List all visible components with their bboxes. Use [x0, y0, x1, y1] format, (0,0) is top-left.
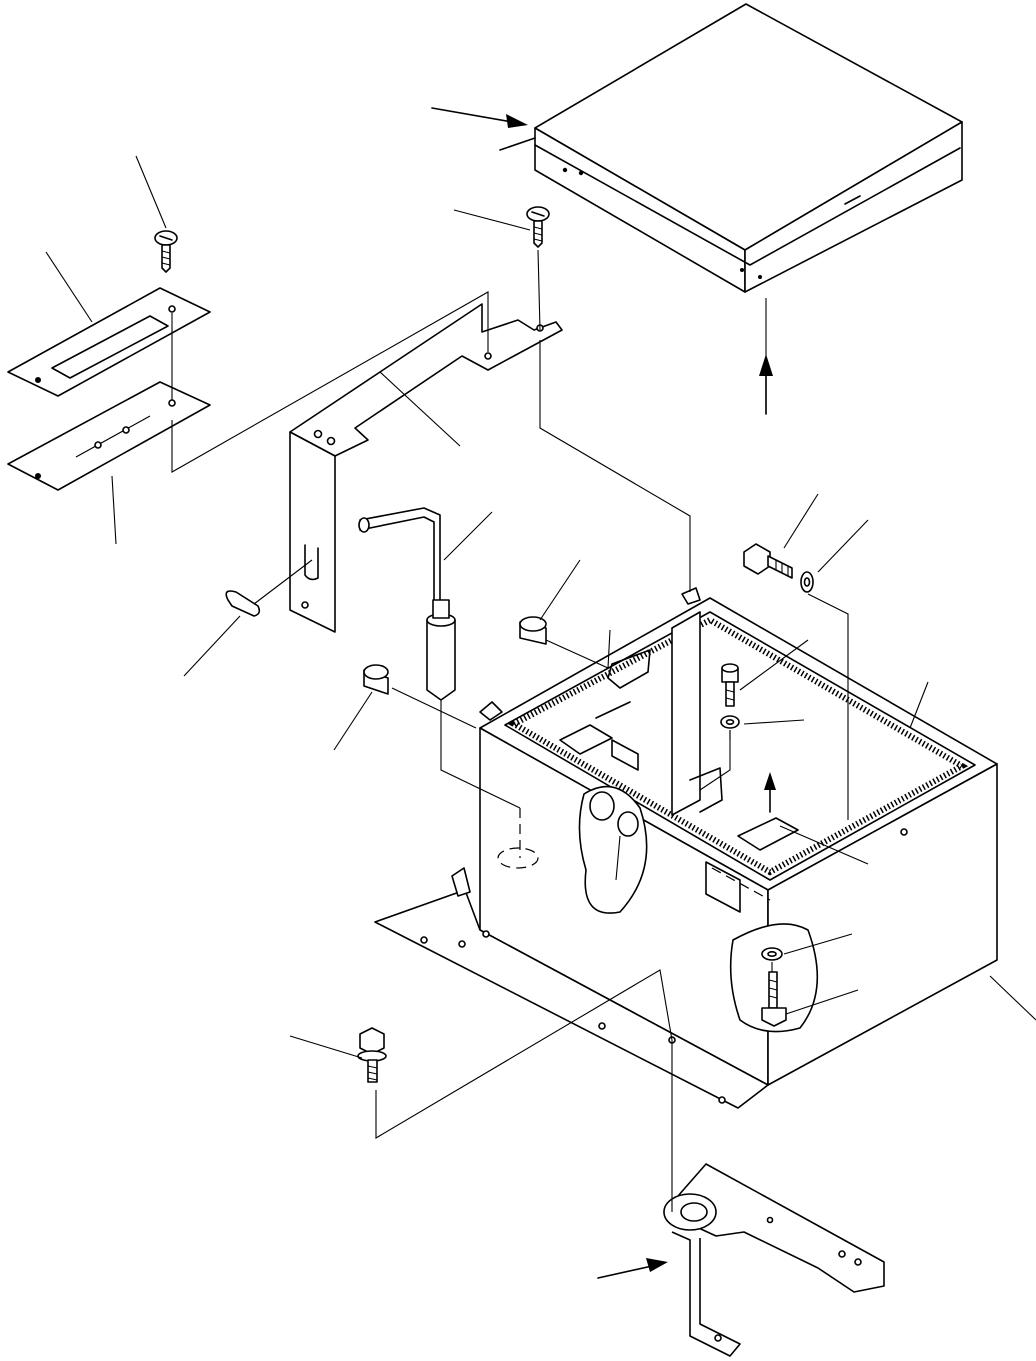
lid-arrow	[431, 107, 528, 128]
box-up-arrow	[764, 772, 776, 813]
bracket-arrow	[597, 1258, 668, 1279]
side-bolt	[743, 543, 793, 579]
rear-bolt	[761, 971, 787, 1027]
rear-washer	[761, 947, 783, 961]
bushing-left	[363, 664, 389, 695]
rod	[358, 507, 441, 601]
leader-lines	[45, 155, 1036, 1059]
mount-plate	[7, 381, 211, 491]
cover-plate	[7, 287, 211, 397]
bushing-right	[519, 616, 547, 645]
cover-screw	[154, 230, 178, 273]
up-arrow	[759, 354, 773, 415]
side-washer	[800, 571, 814, 593]
battery-box	[374, 587, 998, 1109]
clip	[225, 590, 261, 617]
assembly-lines	[171, 249, 849, 1212]
top-cover	[499, 3, 963, 293]
plate-screw	[526, 206, 550, 248]
inner-washer	[720, 715, 740, 729]
damper	[426, 599, 456, 701]
inner-bolt	[721, 663, 739, 707]
flange-bolt	[357, 1027, 387, 1083]
bracket	[289, 303, 563, 633]
lower-bracket	[663, 1163, 885, 1357]
